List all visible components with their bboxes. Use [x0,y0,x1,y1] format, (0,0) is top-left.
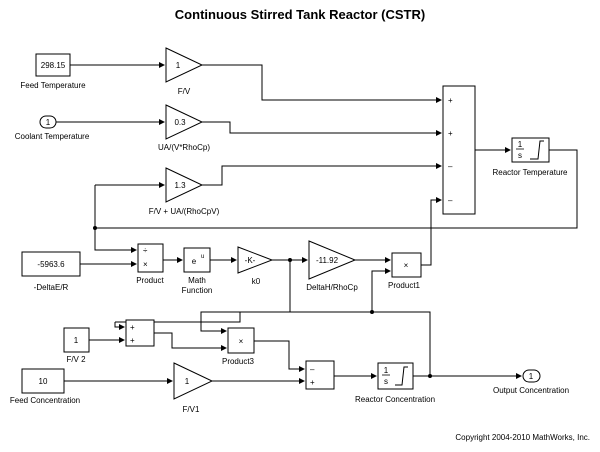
output-concentration-outport[interactable]: 1 Output Concentration [493,369,569,395]
fv2-label: F/V 2 [66,355,86,364]
product1-block[interactable]: × Product1 [388,252,422,290]
gain-fv1-value: 1 [185,377,190,386]
line-sumsmall-product3[interactable] [154,332,227,351]
signal-lines [56,62,578,384]
integrator-concentration-block[interactable]: 1 s Reactor Concentration [355,362,435,404]
gain-fv-ua-value: 1.3 [174,181,186,190]
line-k0-product3[interactable] [200,260,291,334]
gain-k0-value: -K- [245,256,256,265]
math-function-block[interactable]: e u Math Function [182,247,213,295]
product-sign-2: × [143,260,148,269]
line-conc-feedback[interactable] [372,311,431,377]
sum-conc-block[interactable]: – + [305,360,335,390]
fv2-block[interactable]: 1 F/V 2 [63,327,90,364]
product1-symbol: × [404,261,409,270]
gain-fv-label: F/V [178,87,191,96]
line-conc-product1[interactable] [371,268,391,312]
feed-concentration-block[interactable]: 10 Feed Concentration [10,368,80,405]
math-function-exp: u [201,254,204,260]
integrator-temperature-den: s [518,151,522,160]
sum-conc-sign-2: + [310,378,315,387]
line-ua-sum[interactable] [202,121,442,136]
gain-ua-label: UA/(V*RhoCp) [158,143,210,152]
product3-symbol: × [239,337,244,346]
feed-temperature-label: Feed Temperature [20,81,86,90]
gain-k0-block[interactable]: -K- k0 [237,246,274,286]
integrator-temperature-block[interactable]: 1 s Reactor Temperature [493,137,569,177]
diagram-title: Continuous Stirred Tank Reactor (CSTR) [174,7,426,22]
gain-ua-value: 0.3 [174,118,186,127]
product-block[interactable]: ÷ × Product [136,243,165,285]
feed-temperature-value: 298.15 [41,61,66,70]
line-fv-sum[interactable] [202,64,442,103]
gain-fv1-block[interactable]: 1 F/V1 [173,362,214,414]
integrator-concentration-den: s [384,377,388,386]
sum-conc-sign-1: – [310,365,315,374]
line-temp-feedback[interactable] [94,149,578,229]
sum-small-sign-1: + [130,323,135,332]
delta-e-value: -5963.6 [37,260,65,269]
feed-concentration-label: Feed Concentration [10,396,80,405]
copyright-text: Copyright 2004-2010 MathWorks, Inc. [455,433,590,442]
line-conc-sumsmall[interactable] [114,322,125,330]
sum-small-sign-2: + [130,336,135,345]
delta-e-label: -DeltaE/R [34,283,69,292]
line-product1-sum[interactable] [421,197,442,266]
sum-main-sign-3: – [448,162,453,171]
output-concentration-port: 1 [529,372,534,381]
coolant-temperature-inport[interactable]: 1 Coolant Temperature [15,115,90,141]
gain-ua-block[interactable]: 0.3 UA/(V*RhoCp) [158,104,210,152]
gain-fv1-label: F/V1 [183,405,200,414]
line-temp-to-product[interactable] [94,228,137,253]
integrator-temperature-num: 1 [518,140,523,149]
product-label: Product [136,276,164,285]
fv2-value: 1 [74,336,79,345]
product3-block[interactable]: × Product3 [222,327,255,366]
coolant-temperature-port: 1 [46,118,51,127]
coolant-temperature-label: Coolant Temperature [15,132,90,141]
gain-k0-label: k0 [252,277,261,286]
sum-small-block[interactable]: + + [125,319,155,347]
delta-e-block[interactable]: -5963.6 -DeltaE/R [21,251,81,292]
math-function-base: e [192,257,197,266]
sum-main-sign-2: + [448,129,453,138]
product3-label: Product3 [222,357,255,366]
math-function-label-1: Math [188,276,206,285]
integrator-concentration-num: 1 [384,366,389,375]
gain-fv-ua-label: F/V + UA/(RhoCpV) [149,207,220,216]
feed-temperature-block[interactable]: 298.15 Feed Temperature [20,53,86,90]
sum-main-sign-1: + [448,96,453,105]
sum-main-sign-4: – [448,196,453,205]
product1-label: Product1 [388,281,421,290]
gain-delta-h-value: -11.92 [316,256,339,265]
math-function-label-2: Function [182,286,213,295]
feed-concentration-value: 10 [39,377,48,386]
gain-delta-h-block[interactable]: -11.92 DeltaH/RhoCp [306,240,358,292]
line-product3-sumconc[interactable] [254,340,305,372]
integrator-symbol-icon [530,140,544,160]
line-fvua-sum[interactable] [202,163,442,186]
integrator-temperature-label: Reactor Temperature [493,168,569,177]
sum-main-block[interactable]: + + – – [442,85,476,215]
gain-delta-h-label: DeltaH/RhoCp [306,283,358,292]
product-sign-1: ÷ [143,246,148,255]
gain-fv-value: 1 [176,61,181,70]
line-conc-back[interactable] [115,311,372,323]
output-concentration-label: Output Concentration [493,386,569,395]
gain-fv-ua-block[interactable]: 1.3 F/V + UA/(RhoCpV) [149,167,220,216]
integrator-concentration-label: Reactor Concentration [355,395,435,404]
integrator-conc-symbol-icon [395,366,408,386]
gain-fv-block[interactable]: 1 F/V [165,47,204,96]
